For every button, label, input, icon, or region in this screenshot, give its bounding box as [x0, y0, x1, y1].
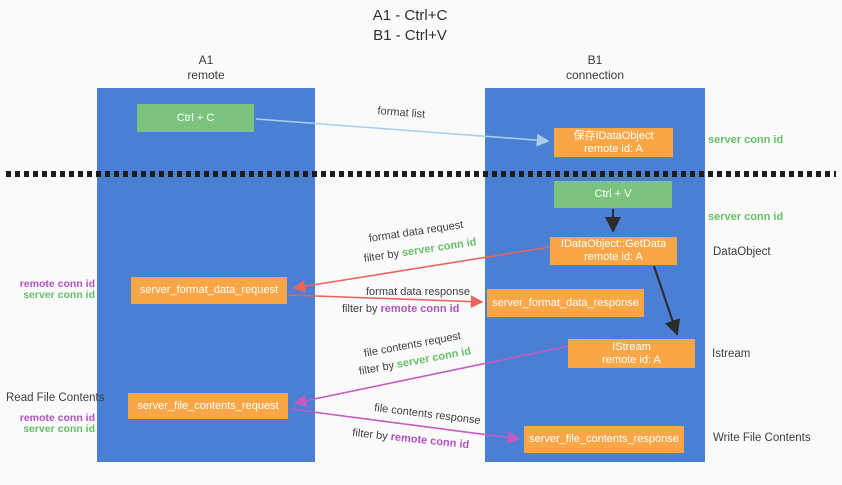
ctrl-c-label: Ctrl + C: [176, 111, 215, 124]
filter-by-text: filter by: [363, 247, 400, 265]
file-contents-response-label: file contents response: [373, 402, 482, 427]
left-column-subtitle: remote: [187, 68, 225, 82]
server-conn-id-text: server conn id: [23, 288, 95, 301]
server-format-data-request-box: server_format_data_request: [131, 277, 287, 304]
ctrl-v-box: Ctrl + V: [554, 181, 672, 208]
title-line-b1: B1 - Ctrl+V: [373, 27, 447, 44]
server-conn-id-annotation-top: server conn id: [708, 134, 784, 146]
left-column-id: A1: [198, 53, 214, 67]
istream-box: IStream remote id: A: [568, 339, 695, 368]
server-format-data-response-label: server_format_data_response: [492, 296, 639, 309]
ctrl-c-box: Ctrl + C: [137, 104, 254, 132]
remote-conn-id-text: remote conn id: [390, 431, 470, 452]
getdata-line2: remote id: A: [584, 251, 643, 263]
server-format-data-request-label: server_format_data_request: [139, 284, 279, 296]
left-column-header: A1 remote: [97, 53, 315, 83]
write-file-contents-annotation: Write File Contents: [713, 432, 811, 444]
filter-by-text: filter by: [358, 359, 396, 378]
read-file-contents-annotation: Read File Contents: [6, 392, 105, 404]
title-line-a1: A1 - Ctrl+C: [372, 7, 448, 24]
istream-line2: remote id: A: [602, 353, 661, 366]
server-file-contents-response-label: server_file_contents_response: [529, 433, 679, 445]
server-conn-id-text: server conn id: [23, 422, 95, 435]
remote-conn-id-text: remote conn id: [19, 278, 95, 290]
right-column-header: B1 connection: [485, 53, 705, 83]
server-file-contents-request-label: server_file_contents_request: [137, 399, 279, 412]
server-conn-id-text: server conn id: [401, 236, 478, 260]
filter-by-remote-conn-id-label-2: filter by remote conn id: [352, 427, 470, 451]
remote-conn-id-text: remote conn id: [380, 303, 460, 315]
ctrl-v-label: Ctrl + V: [594, 188, 632, 200]
server-format-data-response-box: server_format_data_response: [487, 289, 644, 317]
server-conn-id-annotation-mid: server conn id: [708, 211, 784, 223]
conn-id-annotation-lower-left: remote conn id server conn id: [5, 413, 95, 434]
dataobject-annotation: DataObject: [713, 246, 771, 258]
filter-by-text: filter by: [342, 303, 378, 315]
filter-by-text: filter by: [351, 427, 389, 443]
right-column-subtitle: connection: [565, 68, 625, 82]
save-idataobject-line1: 保存IDataObject: [573, 129, 654, 142]
diagram-title: A1 - Ctrl+C B1 - Ctrl+V: [373, 6, 448, 46]
remote-conn-id-text: remote conn id: [19, 412, 95, 424]
istream-line1: IStream: [612, 340, 651, 353]
save-idataobject-box: 保存IDataObject remote id: A: [554, 128, 673, 157]
filter-by-remote-conn-id-label-1: filter by remote conn id: [342, 303, 459, 315]
server-file-contents-response-box: server_file_contents_response: [524, 426, 684, 453]
getdata-line1: IDataObject::GetData: [560, 238, 667, 250]
istream-annotation: Istream: [712, 348, 751, 360]
server-file-contents-request-box: server_file_contents_request: [128, 393, 288, 419]
idataobject-getdata-box: IDataObject::GetData remote id: A: [550, 237, 677, 265]
save-idataobject-line2: remote id: A: [584, 142, 643, 155]
format-list-label: format list: [377, 105, 426, 121]
conn-id-annotation-upper-left: remote conn id server conn id: [5, 279, 95, 300]
right-column-id: B1: [587, 53, 603, 67]
format-data-response-label: format data response: [366, 286, 470, 298]
